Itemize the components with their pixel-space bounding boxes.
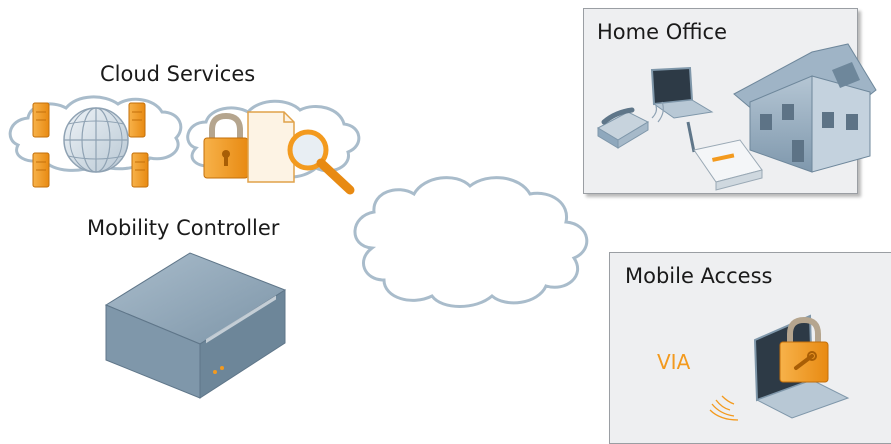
magnifier-icon <box>287 129 355 195</box>
server-icon <box>32 102 50 138</box>
remote-access-point-icon <box>686 121 763 191</box>
server-icon <box>128 102 146 138</box>
network-diagram: Cloud Services Mobility Controller Home … <box>8 8 891 444</box>
wireless-signal-icon <box>651 101 664 123</box>
mobile-access-label: Mobile Access <box>625 264 773 288</box>
network-cloud-icon <box>353 176 589 308</box>
padlock-icon <box>203 112 249 179</box>
mobile-access-panel <box>609 252 891 444</box>
via-label: VIA <box>657 350 691 374</box>
globe-icon <box>63 107 129 173</box>
server-icon <box>32 152 50 188</box>
house-icon <box>733 43 877 173</box>
home-office-label: Home Office <box>597 20 727 44</box>
document-icon <box>247 111 295 183</box>
mobility-controller-icon <box>104 252 287 399</box>
desk-phone-icon <box>596 107 650 149</box>
cloud-services-label: Cloud Services <box>100 62 256 86</box>
wireless-signal-icon <box>709 395 739 421</box>
padlock-icon <box>779 316 829 383</box>
mobility-controller-label: Mobility Controller <box>87 216 280 240</box>
server-icon <box>131 152 149 188</box>
laptop-icon <box>650 66 714 119</box>
diagram-graphics <box>8 43 877 421</box>
